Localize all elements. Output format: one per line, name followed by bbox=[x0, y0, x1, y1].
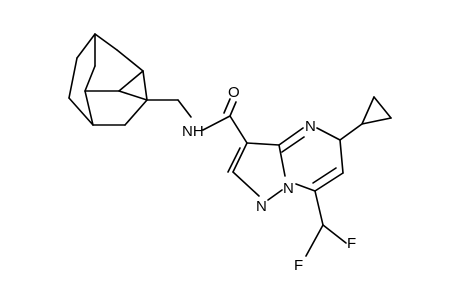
bond bbox=[373, 96, 392, 119]
bond bbox=[305, 224, 324, 257]
bond bbox=[322, 224, 347, 244]
bond bbox=[281, 136, 305, 153]
bond bbox=[118, 70, 144, 92]
bond bbox=[223, 98, 231, 114]
bond bbox=[118, 90, 148, 101]
bond bbox=[278, 144, 286, 177]
bond bbox=[339, 139, 344, 174]
bond bbox=[361, 96, 375, 125]
methylene-linker bbox=[146, 99, 192, 118]
bond bbox=[316, 127, 341, 141]
bond bbox=[267, 189, 283, 201]
bond bbox=[361, 117, 392, 125]
bond bbox=[314, 190, 324, 226]
bond bbox=[295, 183, 316, 192]
bond bbox=[124, 99, 148, 126]
bond bbox=[232, 171, 260, 197]
adamantane-cage bbox=[68, 33, 148, 126]
bond bbox=[232, 142, 248, 173]
pyrimidine-n-label: N bbox=[305, 118, 316, 135]
bond bbox=[339, 123, 363, 141]
carbonyl-o-label: O bbox=[228, 84, 240, 101]
bond bbox=[229, 101, 237, 117]
bridgehead-n-label: N bbox=[283, 180, 294, 197]
bond bbox=[246, 142, 280, 146]
difluoromethyl-group bbox=[305, 190, 347, 257]
amide-nh-label: NH bbox=[182, 123, 204, 140]
bond bbox=[142, 70, 148, 101]
bond bbox=[68, 57, 78, 99]
bond bbox=[229, 115, 248, 144]
bond bbox=[76, 33, 96, 59]
bond bbox=[84, 65, 96, 92]
bond bbox=[314, 172, 344, 192]
bond bbox=[68, 97, 94, 126]
bond bbox=[202, 115, 231, 131]
bond bbox=[84, 90, 94, 126]
pyrazole-n-label: N bbox=[256, 198, 267, 215]
fluorine-left-label: F bbox=[294, 257, 303, 274]
bond bbox=[312, 167, 337, 184]
cyclopropyl-group bbox=[339, 96, 392, 141]
bond bbox=[278, 127, 304, 146]
bond bbox=[177, 99, 192, 118]
bond bbox=[116, 49, 144, 72]
fused-ring-core bbox=[227, 127, 344, 201]
amide-group bbox=[202, 98, 248, 144]
fluorine-right-label: F bbox=[347, 235, 356, 252]
bond bbox=[94, 33, 118, 51]
bond bbox=[227, 147, 241, 173]
